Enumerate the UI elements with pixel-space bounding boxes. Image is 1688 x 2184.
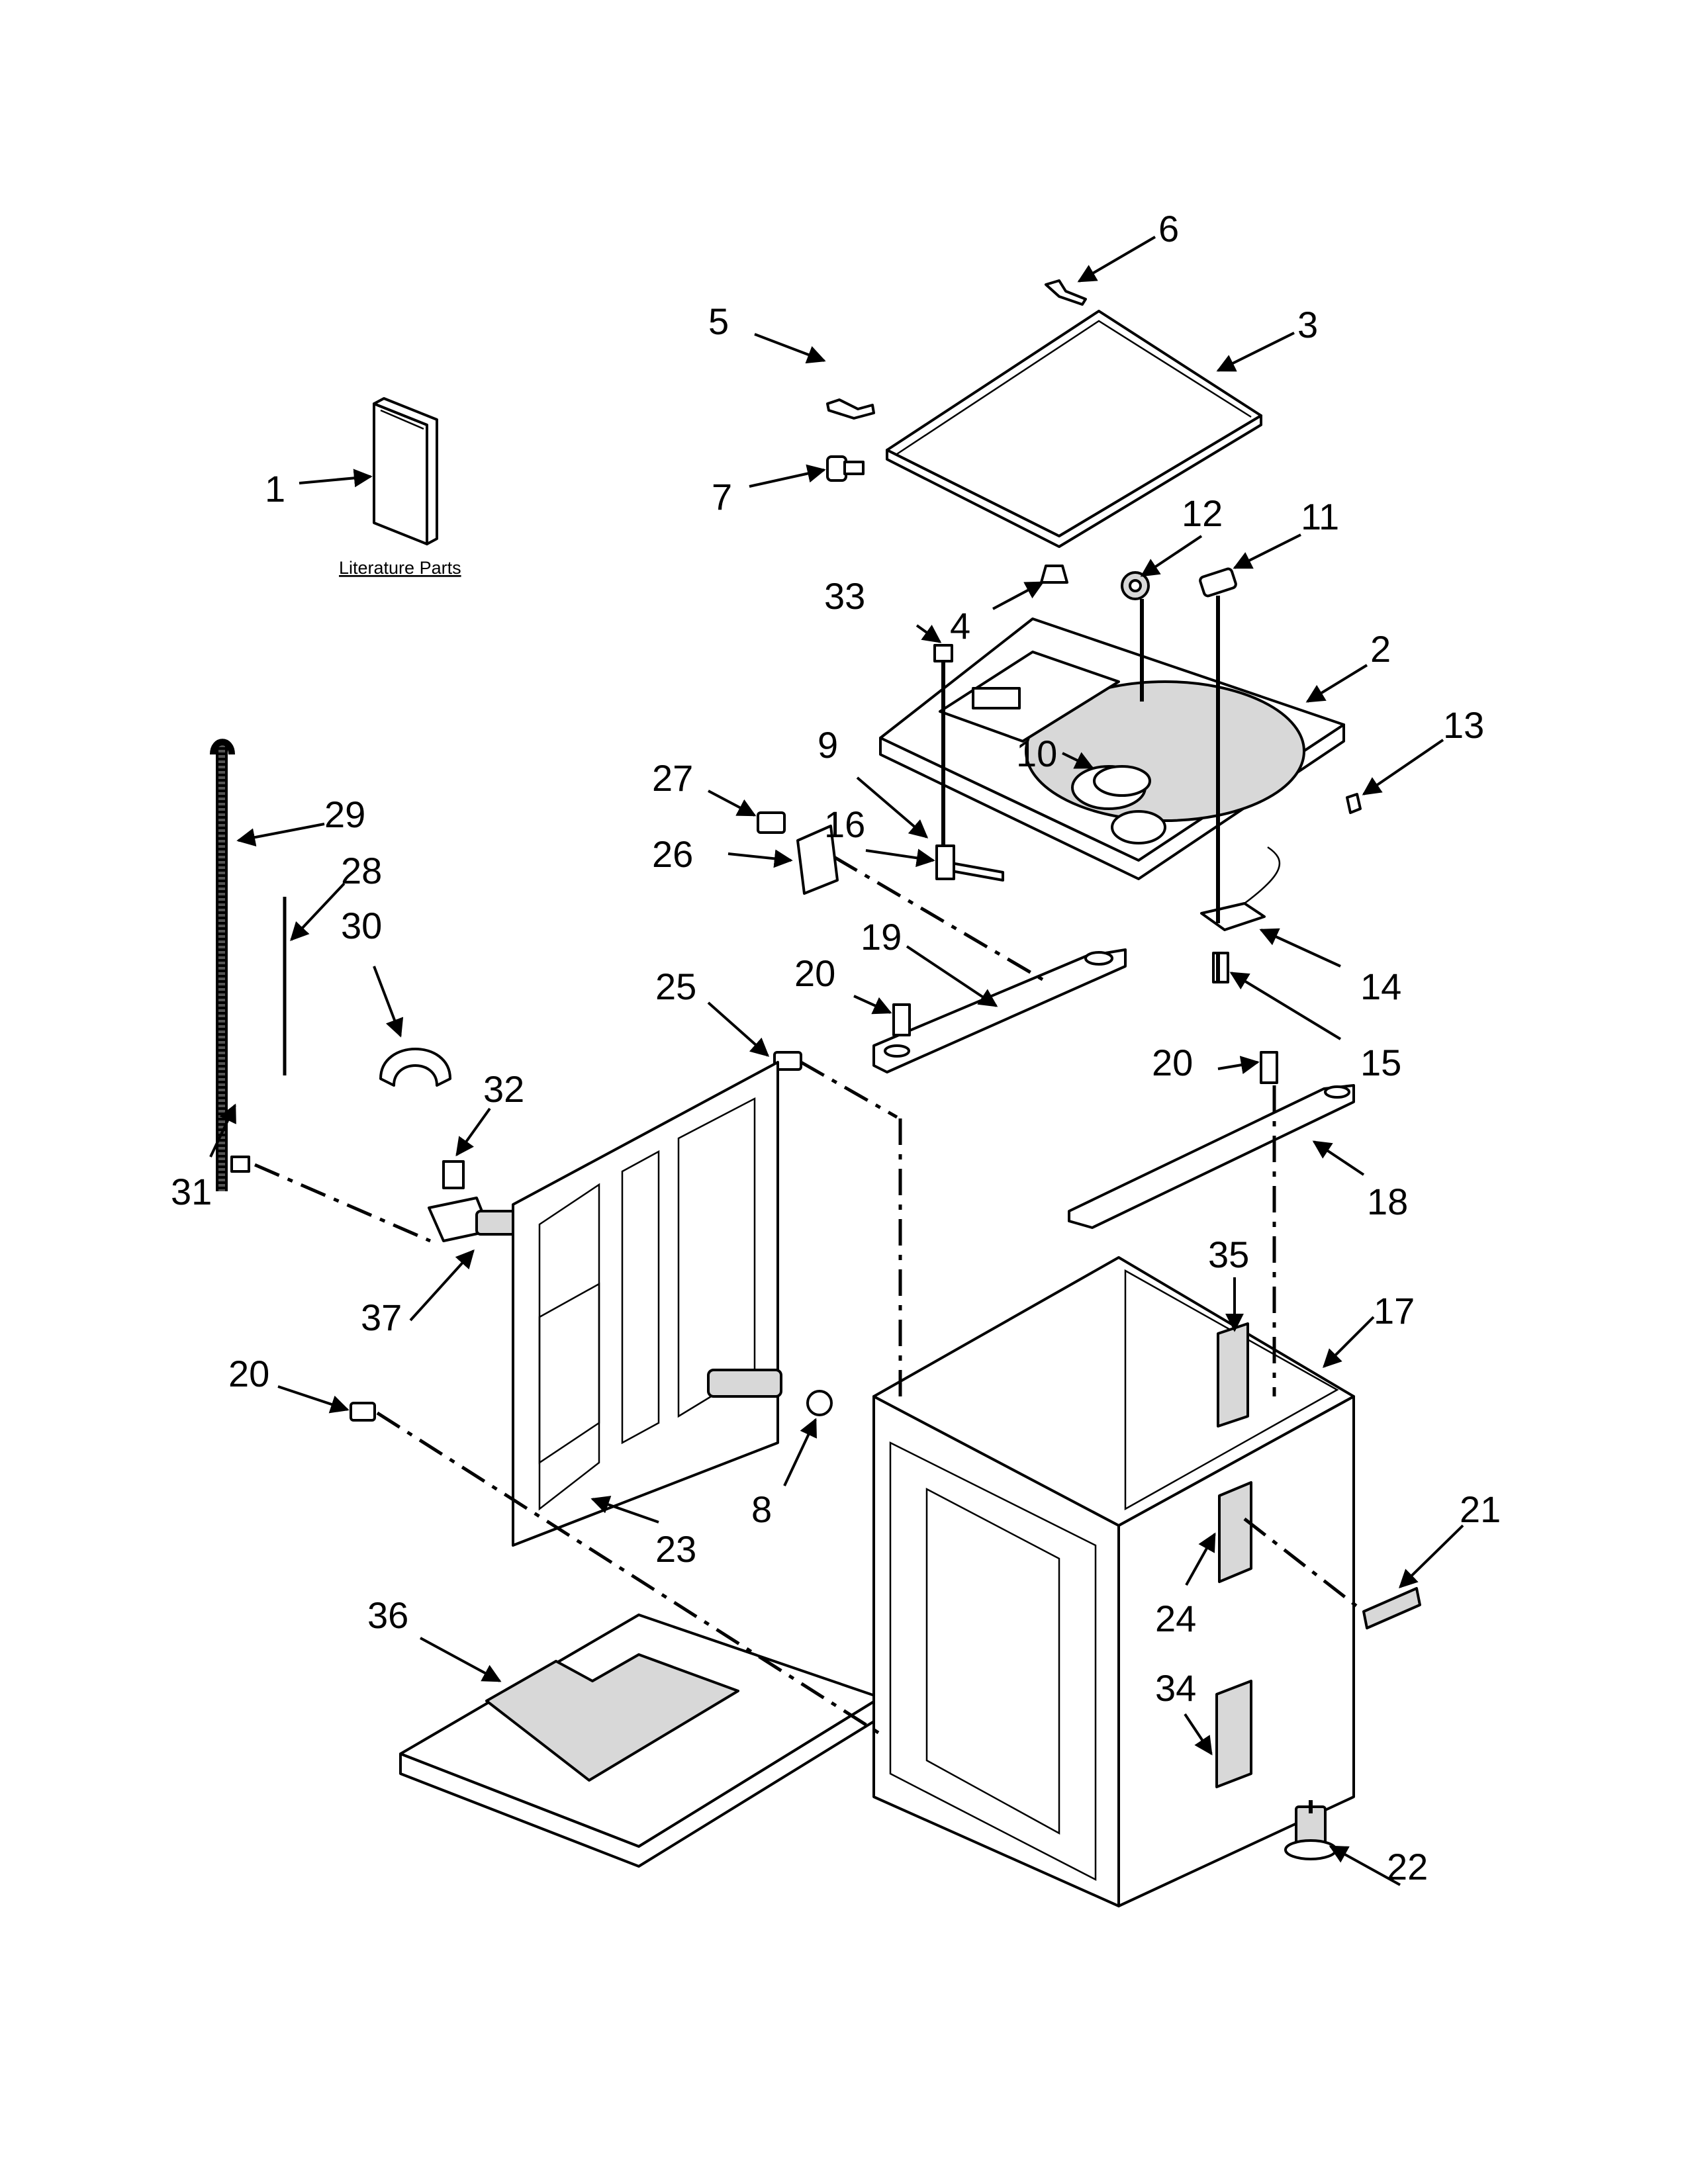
callout-32: 32 (483, 1068, 524, 1110)
part-16-screw (935, 844, 955, 880)
part-20-screw-top (892, 1003, 911, 1036)
part-11-bracket (1199, 567, 1237, 598)
part-24-label (1218, 1481, 1252, 1583)
callout-36: 36 (367, 1594, 408, 1636)
part-4-bumper (1040, 565, 1068, 584)
callout-19: 19 (861, 916, 902, 958)
callout-33: 33 (824, 575, 865, 617)
callout-3: 3 (1297, 304, 1318, 345)
callout-10: 10 (1016, 733, 1057, 774)
part-3-lid (886, 310, 1262, 548)
part-31-clamp (230, 1156, 250, 1173)
callout-6: 6 (1158, 208, 1179, 250)
part-15-screw (1212, 952, 1229, 983)
callout-13: 13 (1443, 704, 1484, 746)
part-7-screw (826, 455, 865, 482)
part-17-cabinet (872, 1256, 1355, 1907)
part-29-drain-hose (210, 739, 235, 1191)
part-18-rear-brace (1068, 1084, 1355, 1229)
callout-14: 14 (1360, 966, 1401, 1007)
part-8-clamp (806, 1390, 833, 1416)
callout-4: 4 (950, 605, 970, 647)
callout-20-right: 20 (1152, 1042, 1193, 1083)
part-25-screw (773, 1051, 802, 1071)
part-12-grommet (1121, 571, 1150, 600)
part-19-front-brace (872, 948, 1127, 1073)
callout-24: 24 (1155, 1598, 1196, 1639)
part-20-screw-left (350, 1402, 376, 1422)
callout-2: 2 (1370, 628, 1391, 670)
part-37-inlet-valve (428, 1197, 518, 1242)
part-33-screw (933, 644, 953, 662)
callout-7: 7 (712, 476, 732, 518)
callout-20-left: 20 (228, 1353, 269, 1394)
callout-labels: 1 2 3 4 5 6 7 8 9 10 11 12 13 14 15 16 1… (171, 208, 1501, 1888)
callout-37: 37 (361, 1297, 402, 1338)
callout-26: 26 (652, 833, 693, 875)
callout-8: 8 (751, 1488, 772, 1530)
callout-31: 31 (171, 1171, 212, 1212)
leader-arrows (209, 236, 1464, 1886)
part-13-clip (1346, 793, 1362, 814)
callout-29: 29 (324, 794, 365, 835)
callout-5: 5 (708, 300, 729, 342)
callout-11: 11 (1301, 496, 1339, 537)
part-23-rear-panel (512, 1061, 782, 1547)
callout-1: 1 (265, 468, 285, 510)
callout-9: 9 (818, 724, 838, 766)
callout-20-top: 20 (794, 952, 835, 994)
part-35-label (1217, 1322, 1249, 1428)
callout-18: 18 (1367, 1181, 1408, 1222)
part-26-bracket (796, 825, 839, 895)
callout-12: 12 (1182, 492, 1223, 534)
part-5-hinge (826, 398, 875, 420)
part-36-base-pad (399, 1614, 882, 1868)
part-6-hinge (1045, 279, 1087, 306)
callout-28: 28 (341, 850, 382, 891)
callout-21: 21 (1460, 1488, 1501, 1530)
part-32-screw (442, 1160, 465, 1189)
callout-35: 35 (1208, 1234, 1249, 1275)
assembly-lines (254, 596, 1365, 1813)
callout-23: 23 (655, 1528, 696, 1570)
callout-16: 16 (824, 803, 865, 845)
part-14-lid-switch (1200, 846, 1281, 931)
part-34-label (1215, 1680, 1252, 1788)
part-27-screw (757, 811, 786, 834)
part-21-nameplate (1362, 1587, 1421, 1629)
part-10-cap (1093, 765, 1151, 797)
part-20-screw-right (1260, 1051, 1278, 1084)
callout-25: 25 (655, 966, 696, 1007)
callout-15: 15 (1360, 1042, 1401, 1083)
callout-34: 34 (1155, 1667, 1196, 1709)
callout-17: 17 (1374, 1290, 1415, 1332)
callout-27: 27 (652, 757, 693, 799)
literature-parts-caption: Literature Parts (339, 558, 461, 578)
callout-22: 22 (1387, 1846, 1428, 1888)
callout-30: 30 (341, 905, 382, 946)
part-1-literature (373, 397, 438, 545)
part-30-hose-guide (379, 1048, 451, 1087)
